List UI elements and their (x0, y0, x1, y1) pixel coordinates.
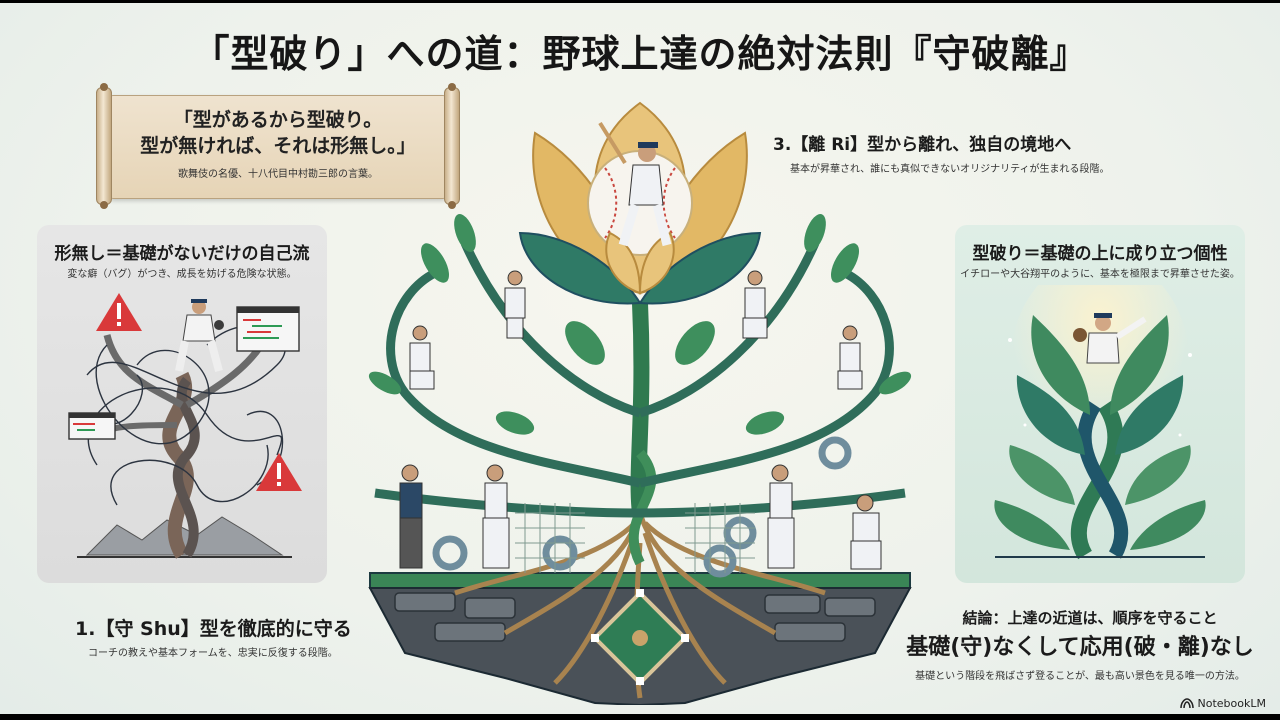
quote-text: 「型があるから型破り。 型が無ければ、それは形無し。」 (120, 107, 436, 159)
scroll-paper (110, 95, 446, 199)
katayaburi-title: 型破り＝基礎の上に成り立つ個性 (972, 244, 1228, 264)
stage1-subtitle: コーチの教えや基本フォームを、忠実に反復する段階。 (88, 648, 338, 659)
notebooklm-brand: NotebookLM (1179, 697, 1266, 710)
baseball-diamond-icon (591, 589, 689, 686)
scroll-roll-right-icon (444, 83, 460, 209)
stage3-subtitle: 基本が昇華され、誰にも真似できないオリジナリティが生まれる段階。 (790, 164, 1110, 175)
shuhari-tree-illustration (368, 101, 912, 705)
notebooklm-logo-icon (1179, 698, 1194, 709)
baseball-player-icon (399, 270, 882, 570)
baseball-batter-icon (598, 121, 672, 247)
warning-icon (256, 453, 302, 491)
code-window-icon (236, 306, 300, 352)
code-window-icon (68, 412, 116, 440)
baseball-player-icon (175, 299, 224, 373)
tangled-tree-illustration (68, 293, 302, 559)
rubble-icon (77, 516, 292, 558)
katayaburi-panel: 型破り＝基礎の上に成り立つ個性 イチローや大谷翔平のように、基本を極限まで昇華さ… (955, 225, 1245, 583)
quote-line-2: 型が無ければ、それは形無し。」 (140, 135, 416, 157)
katanashi-subtitle: 変な癖（バグ）がつき、成長を妨げる危険な状態。 (67, 269, 297, 280)
infographic-canvas: 「型破り」への道：野球上達の絶対法則『守破離』 「型があるから型破り。 型が無け… (0, 3, 1280, 714)
roots (454, 512, 826, 699)
stage1-title: 1.【守 Shu】型を徹底的に守る (75, 618, 352, 640)
page-title: 「型破り」への道：野球上達の絶対法則『守破離』 (191, 32, 1089, 76)
sparkle-icon (1008, 338, 1192, 437)
baseball-pitcher-icon (1073, 313, 1147, 364)
letterbox-bottom (0, 714, 1280, 720)
stage3-title: 3.【離 Ri】型から離れ、独自の境地へ (773, 135, 1072, 155)
leaf-icon (994, 315, 1206, 550)
conclusion-main: 基礎(守)なくして応用(破・離)なし (906, 635, 1254, 660)
leaf-icon (368, 213, 912, 435)
katanashi-panel: 形無し＝基礎がないだけの自己流 変な癖（バグ）がつき、成長を妨げる危険な状態。 (37, 225, 327, 583)
conclusion-heading: 結論：上達の近道は、順序を守ること (962, 609, 1218, 627)
katayaburi-subtitle: イチローや大谷翔平のように、基本を極限まで昇華させた姿。 (960, 269, 1240, 280)
growing-plant-illustration (994, 285, 1206, 560)
scroll-roll-left-icon (96, 83, 112, 209)
grid-net-icon (515, 503, 755, 573)
warning-icon (96, 293, 142, 331)
brand-label: NotebookLM (1197, 697, 1266, 710)
katanashi-title: 形無し＝基礎がないだけの自己流 (54, 244, 310, 264)
quote-attribution: 歌舞伎の名優、十八代目中村勘三郎の言葉。 (178, 169, 378, 180)
quote-scroll: 「型があるから型破り。 型が無ければ、それは形無し。」 歌舞伎の名優、十八代目中… (96, 83, 460, 209)
conclusion-subtext: 基礎という階段を飛ばさず登ることが、最も高い景色を見る唯一の方法。 (915, 671, 1245, 682)
quote-line-1: 「型があるから型破り。 (173, 109, 383, 131)
